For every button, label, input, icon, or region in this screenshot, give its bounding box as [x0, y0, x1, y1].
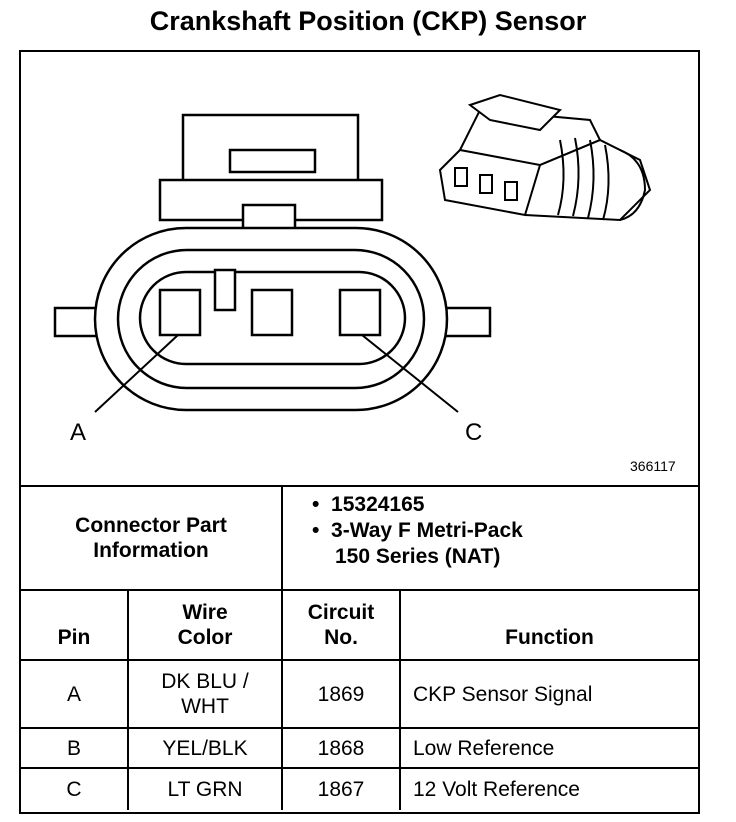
divider [281, 485, 283, 810]
divider [399, 589, 401, 810]
row-c-function: 12 Volt Reference [413, 778, 580, 801]
wire-color-line: DK BLU / [161, 670, 249, 693]
key [213, 268, 237, 312]
connector-info-list: • 15324165 • 3-Way F Metri-Pack 150 Seri… [312, 492, 523, 570]
divider [19, 767, 698, 769]
divider [19, 589, 698, 591]
wire-color-line: WHT [181, 695, 229, 718]
header-no: No. [324, 626, 358, 649]
row-c-circuit: 1867 [317, 778, 365, 801]
leader-c [361, 334, 459, 413]
connector-series: 150 Series (NAT) [335, 545, 501, 568]
row-b-circuit: 1868 [317, 736, 365, 760]
pin-label-c: C [465, 419, 482, 446]
header-pin: Pin [57, 625, 91, 649]
row-b-wire-color: YEL/BLK [162, 736, 248, 760]
connector-face-drawing: A C [53, 93, 652, 446]
connector-info-item: • 15324165 [312, 493, 425, 516]
row-c-pin: C [66, 778, 82, 801]
part-number: 15324165 [331, 493, 425, 516]
pin-c-cavity [338, 288, 382, 337]
connector-info-item: • 3-Way F Metri-Pack [312, 519, 523, 542]
housing-slot [228, 148, 317, 174]
page-title: Crankshaft Position (CKP) Sensor [149, 6, 587, 36]
header-color: Color [177, 626, 233, 649]
divider [19, 727, 698, 729]
divider [19, 659, 698, 661]
row-b-pin: B [66, 736, 81, 760]
leader-a [94, 334, 179, 413]
row-a-function: CKP Sensor Signal [413, 682, 593, 706]
connector-info-item: 150 Series (NAT) [312, 544, 523, 570]
header-wire: Wire [182, 601, 228, 624]
pin-cavity [138, 270, 407, 366]
connector-info-label: Connector Part Information [75, 514, 227, 562]
pin-label-a: A [70, 419, 86, 446]
row-c-wire-color: LT GRN [167, 778, 243, 801]
header-wire-color: Wire Color [129, 591, 281, 659]
row-a-circuit: 1869 [317, 682, 365, 706]
row-b-function: Low Reference [413, 736, 555, 760]
pin-a-cavity [158, 288, 202, 337]
pin-b-cavity [250, 288, 294, 337]
header-function: Function [505, 625, 594, 649]
figure-number: 366117 [630, 458, 676, 474]
outer-oval [93, 226, 449, 412]
diagram-frame [19, 50, 700, 814]
header-circuit-no: Circuit No. [283, 591, 399, 659]
row-a-pin: A [66, 682, 81, 706]
header-circuit: Circuit [307, 601, 375, 624]
connector-type: 3-Way F Metri-Pack [331, 519, 523, 542]
connector-isometric-illustration [438, 93, 652, 222]
row-a-wire-color: DK BLU / WHT [129, 661, 281, 727]
divider [127, 589, 129, 810]
inner-oval [116, 248, 426, 390]
left-tab [53, 306, 102, 338]
divider [19, 485, 698, 487]
